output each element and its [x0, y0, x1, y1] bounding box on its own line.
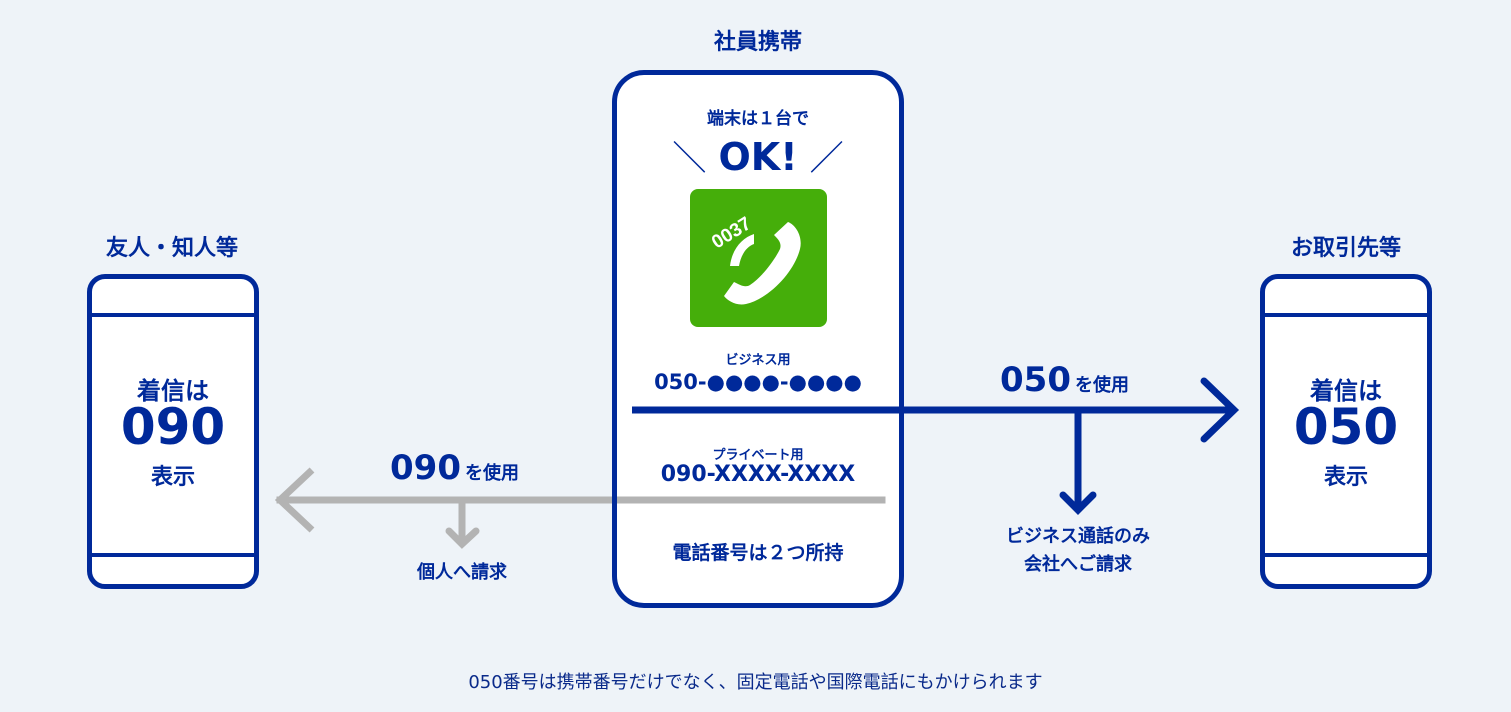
left-flow-number: 090	[390, 448, 461, 488]
left-phone: 着信は 090 表示	[87, 274, 259, 589]
right-flow-number: 050	[1000, 360, 1071, 400]
phone-app-icon: 0037	[690, 189, 827, 327]
business-billing-line2: 会社へご請求	[1024, 554, 1132, 575]
left-phone-top-divider	[92, 313, 254, 317]
right-phone-number: 050	[1293, 398, 1399, 456]
right-phone-bottom-divider	[1265, 553, 1427, 557]
left-phone-title: 友人・知人等	[105, 236, 238, 261]
left-flow-suffix: を使用	[464, 463, 519, 484]
right-phone-top-divider	[1265, 313, 1427, 317]
left-phone-bottom-divider	[92, 553, 254, 557]
ok-callout: ＼ OK! ／	[612, 134, 904, 182]
right-phone: 着信は 050 表示	[1260, 274, 1432, 589]
two-numbers-note: 電話番号は２つ所持	[672, 542, 844, 564]
right-flow-suffix: を使用	[1074, 375, 1129, 396]
ok-right-mark: ／	[809, 139, 844, 179]
center-phone-title: 社員携帯	[713, 30, 802, 55]
right-phone-incoming-label: 着信は	[1310, 377, 1382, 405]
left-phone-display-label: 表示	[150, 465, 195, 490]
ok-left-mark: ＼	[672, 139, 707, 179]
private-call-arrow	[274, 467, 886, 549]
phone-handset-icon: 0037	[708, 213, 801, 305]
right-phone-display-label: 表示	[1323, 465, 1368, 490]
left-phone-number: 090	[120, 398, 226, 456]
business-number: 050-●●●●-●●●●	[654, 370, 862, 394]
personal-billing-label: 個人へ請求	[417, 562, 507, 583]
right-phone-title: お取引先等	[1290, 236, 1401, 261]
footnote: 050番号は携帯番号だけでなく、固定電話や国際電話にもかけられます	[468, 672, 1043, 693]
single-device-tagline: 端末は１台で	[707, 109, 809, 129]
ok-text: OK!	[718, 135, 798, 179]
private-number: 090-XXXX-XXXX	[660, 462, 856, 487]
business-billing-label: ビジネス通話のみ 会社へご請求	[970, 523, 1186, 579]
business-call-arrow	[632, 377, 1240, 515]
left-phone-incoming-label: 着信は	[137, 377, 209, 405]
private-label: プライベート用	[712, 448, 804, 463]
center-phone-fill	[612, 70, 904, 608]
business-label: ビジネス用	[725, 353, 791, 368]
center-phone	[612, 70, 904, 608]
business-billing-line1: ビジネス通話のみ	[1006, 526, 1150, 547]
